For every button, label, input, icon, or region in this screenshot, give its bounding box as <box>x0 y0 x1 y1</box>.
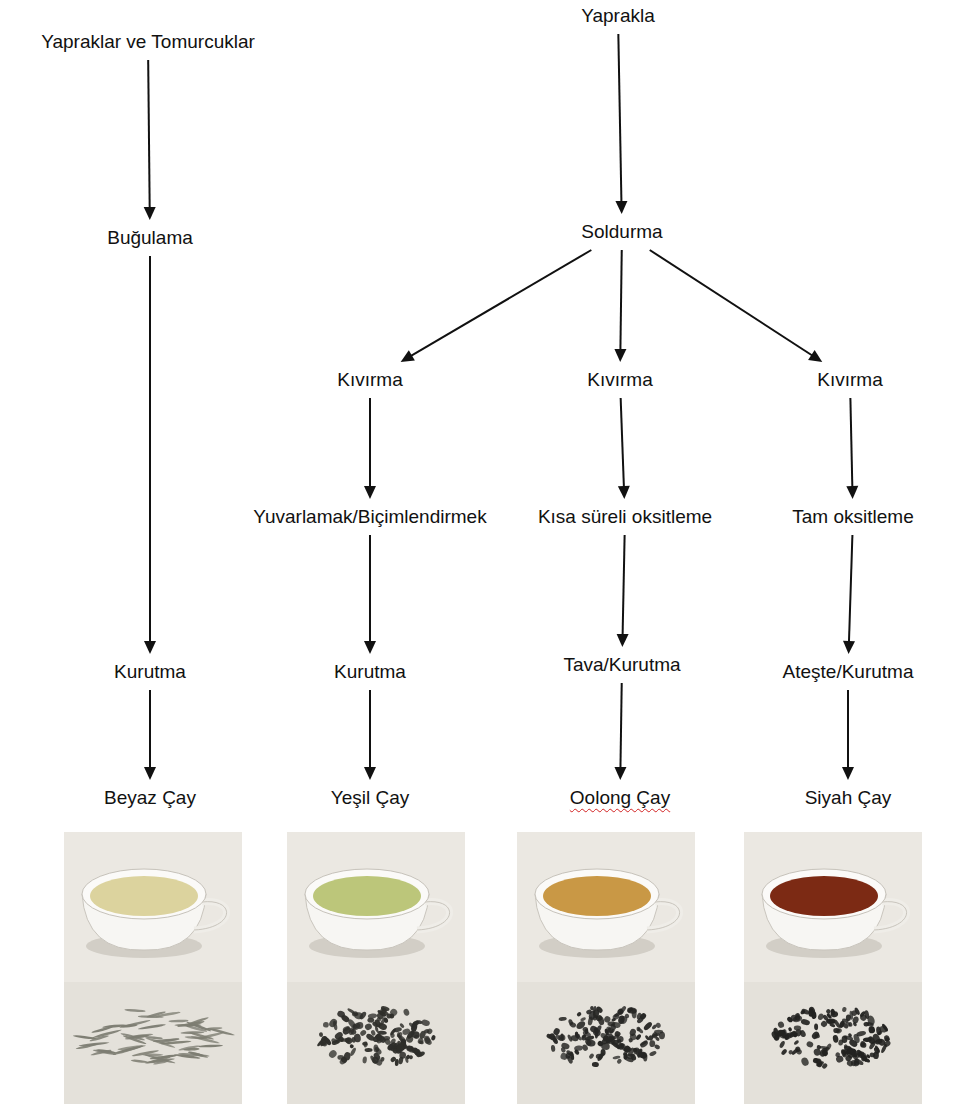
flow-arrow <box>364 398 376 499</box>
flow-line <box>620 250 621 351</box>
flow-line <box>623 535 625 636</box>
step-label: Oolong Çay <box>566 784 674 812</box>
step-text: Kıvırma <box>817 368 882 392</box>
step-text: Kıvırma <box>337 368 402 392</box>
step-text: Buğulama <box>107 226 193 250</box>
step-text: Kurutma <box>114 660 186 684</box>
flow-line <box>149 256 151 643</box>
arrow-head <box>808 350 822 362</box>
step-label: Tava/Kurutma <box>559 651 684 679</box>
flow-arrow <box>842 690 854 780</box>
step-text: Kıvırma <box>587 368 652 392</box>
step-text: Yeşil Çay <box>331 786 410 810</box>
step-text: Ateşte/Kurutma <box>783 660 914 684</box>
step-text: Tava/Kurutma <box>563 653 680 677</box>
step-label: Kurutma <box>330 658 410 686</box>
flow-arrow <box>364 690 376 780</box>
flow-arrow <box>614 683 626 780</box>
step-text: Tam oksitleme <box>792 505 913 529</box>
flow-arrow <box>846 398 858 499</box>
flow-arrow <box>617 535 629 647</box>
flow-arrow <box>364 535 376 654</box>
step-label: Kurutma <box>110 658 190 686</box>
flow-arrow <box>144 60 156 220</box>
step-label: Kıvırma <box>333 366 406 394</box>
step-text: Kurutma <box>334 660 406 684</box>
flow-arrow <box>144 256 156 654</box>
step-text: Yuvarlamak/Biçimlendirmek <box>253 505 486 529</box>
flow-arrow <box>650 250 823 362</box>
step-label: Tam oksitleme <box>788 503 917 531</box>
step-label: Yuvarlamak/Biçimlendirmek <box>249 503 490 531</box>
flow-line <box>850 398 852 488</box>
flow-arrow <box>144 690 156 780</box>
flow-line <box>650 250 813 356</box>
step-text: Kısa süreli oksitleme <box>538 505 712 529</box>
step-label: Soldurma <box>577 218 666 246</box>
flow-line <box>849 535 852 643</box>
tea-photo <box>287 832 465 1104</box>
tea-photo <box>744 832 922 1104</box>
step-label: Kıvırma <box>813 366 886 394</box>
flow-line <box>620 683 621 769</box>
flow-line <box>618 34 621 203</box>
step-label: Yeşil Çay <box>327 784 414 812</box>
flow-line <box>621 398 624 488</box>
step-label: Siyah Çay <box>801 784 896 812</box>
flow-line <box>369 398 371 488</box>
step-label: Beyaz Çay <box>100 784 200 812</box>
step-text: Beyaz Çay <box>104 786 196 810</box>
tea-photo <box>517 832 695 1104</box>
step-label: Kısa süreli oksitleme <box>534 503 716 531</box>
flow-arrow <box>843 535 855 654</box>
flow-line <box>148 60 150 209</box>
step-text: Yaprakla <box>581 4 655 28</box>
flow-arrow <box>614 250 626 362</box>
flow-line <box>847 690 849 769</box>
step-text: Yapraklar ve Tomurcuklar <box>41 30 255 54</box>
arrow-head <box>401 350 415 362</box>
step-label: Yapraklar ve Tomurcuklar <box>37 28 259 56</box>
step-text: Soldurma <box>581 220 662 244</box>
step-label: Yaprakla <box>577 2 659 30</box>
flow-arrow <box>401 250 592 362</box>
flow-line <box>149 690 151 769</box>
step-label: Ateşte/Kurutma <box>779 658 918 686</box>
flow-arrow <box>618 398 630 499</box>
step-text: Oolong Çay <box>570 786 670 810</box>
flow-line <box>369 690 371 769</box>
flow-line <box>410 250 591 356</box>
tea-photo <box>64 832 242 1104</box>
flow-arrow <box>615 34 627 214</box>
step-text: Siyah Çay <box>805 786 892 810</box>
step-label: Kıvırma <box>583 366 656 394</box>
step-label: Buğulama <box>103 224 197 252</box>
flow-line <box>369 535 371 643</box>
